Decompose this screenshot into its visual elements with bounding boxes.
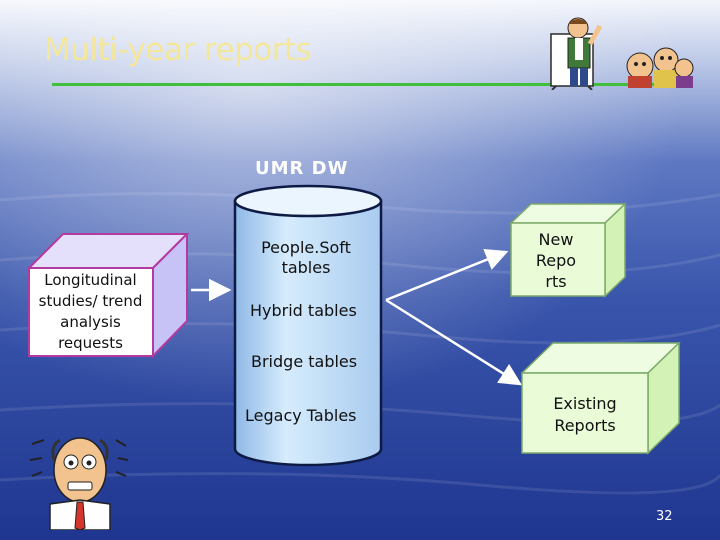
new-reports-text: New Repo rts	[535, 230, 577, 291]
existing-reports-box-shape	[521, 342, 681, 455]
db-table-legacy: Legacy Tables	[245, 406, 357, 425]
warehouse-label: UMR DW	[255, 158, 349, 179]
slide-number: 32	[656, 509, 673, 524]
source-box-shape	[28, 233, 190, 359]
arrow-to-new-reports	[385, 248, 509, 302]
db-table-peoplesoft: People.Soft tables	[261, 238, 351, 277]
existing-reports-text: Existing Reports	[553, 394, 617, 435]
new-reports-box-shape	[510, 203, 627, 298]
db-table-bridge: Bridge tables	[251, 352, 358, 371]
slide-title: Multi-year reports	[44, 32, 312, 68]
db-table-hybrid: Hybrid tables	[250, 301, 357, 320]
arrow-to-existing-reports	[385, 298, 523, 386]
data-warehouse-cylinder	[233, 184, 383, 467]
title-underline	[52, 83, 660, 86]
teacher-clipart-icon	[567, 17, 603, 86]
teacher-audience-clipart	[550, 17, 694, 90]
source-box-text: Longitudinal studies/ trend analysis req…	[38, 271, 143, 352]
audience-clipart-icon	[626, 47, 694, 88]
worried-man-clipart-icon	[29, 437, 129, 530]
